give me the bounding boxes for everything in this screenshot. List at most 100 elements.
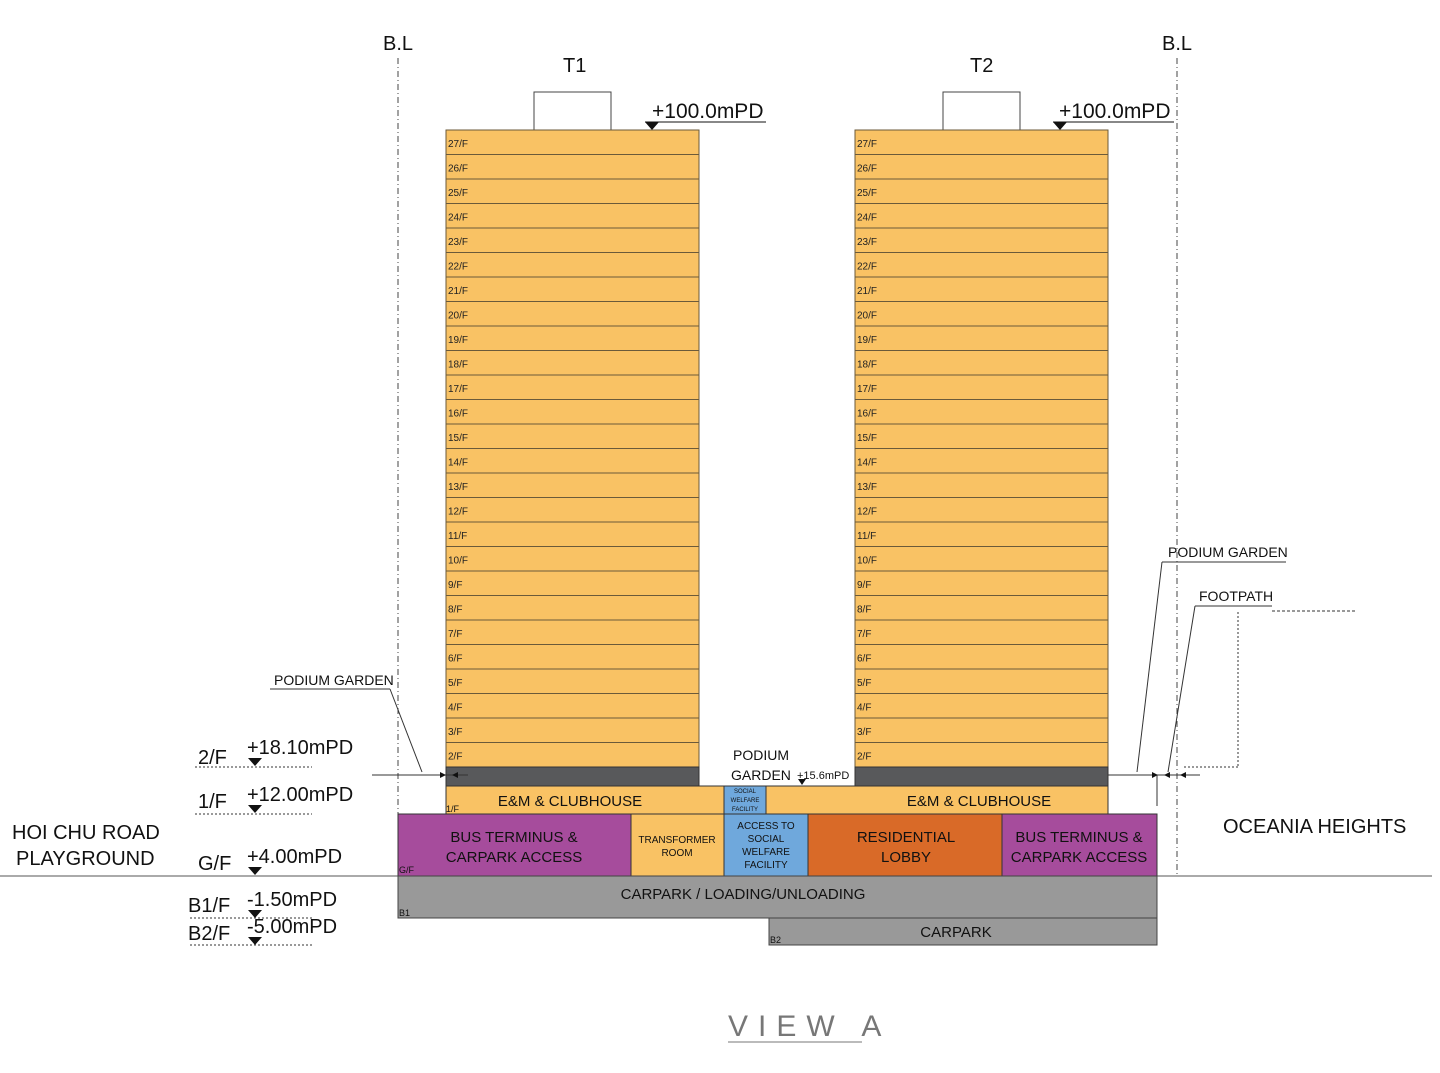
access-social-line2: SOCIAL [748,834,785,845]
podium-slab-t1 [445,766,700,787]
bus-terminus-right [1001,813,1158,877]
t1-floor-8f [445,595,700,621]
t1-floor-label: 19/F [448,335,468,346]
t2-floor-label: 15/F [857,433,877,444]
t1-floor-3f [445,717,700,743]
level-name-2f: 2/F [198,747,227,769]
t1-floor-label: 3/F [448,727,462,738]
t2-floor-label: 26/F [857,164,877,175]
podium-garden-center-line2: GARDEN [731,767,791,783]
transformer-line1: TRANSFORMER [638,835,715,846]
side-label-left-line2: PLAYGROUND [16,848,155,870]
carpark-b2 [768,917,1158,946]
t1-floor-label: 15/F [448,433,468,444]
t2-floor-label: 21/F [857,286,877,297]
t1-floor-label: 13/F [448,482,468,493]
t1-floor-14f [445,448,700,474]
t1-floor-21f [445,276,700,302]
t1-floor-17f [445,374,700,400]
t1-floor-label: 6/F [448,654,462,665]
t2-floor-21f [854,276,1109,302]
t1-floor-22f [445,252,700,278]
social-small-line1: SOCIAL [734,789,757,795]
t1-floor-13f [445,472,700,498]
floor-tag-b2: B2 [770,935,781,945]
t2-floor-label: 23/F [857,237,877,248]
t1-floor-27f [445,129,700,155]
t1-floor-label: 22/F [448,262,468,273]
t1-floor-label: 11/F [448,531,467,542]
social-small-line2: WELFARE [731,798,760,804]
residential-line1: RESIDENTIAL [857,829,955,846]
t2-floor-label: 25/F [857,188,877,199]
t2-floor-label: 4/F [857,703,871,714]
t2-floor-label: 12/F [857,507,877,518]
level-marker-gf: G/F +4.00mPD [198,846,342,875]
level-name-1f: 1/F [198,791,227,813]
social-small-line3: FACILITY [732,807,758,813]
level-mpd-b1f: -1.50mPD [247,889,337,911]
t1-floor-label: 10/F [448,556,468,567]
t2-floor-19f [854,325,1109,351]
t1-floor-15f [445,423,700,449]
t2-floor-label: 2/F [857,752,871,763]
podium-slab-t2 [854,766,1109,787]
t1-floor-label: 5/F [448,678,462,689]
t2-floor-16f [854,399,1109,425]
em-clubhouse-right-label: E&M & CLUBHOUSE [907,793,1051,810]
t1-floor-16f [445,399,700,425]
t2-floor-8f [854,595,1109,621]
level-name-gf: G/F [198,853,231,875]
t1-floor-4f [445,693,700,719]
carpark-b1 [397,875,1158,919]
callout-podium-garden-right-text: PODIUM GARDEN [1168,544,1288,560]
t2-floor-label: 13/F [857,482,877,493]
transformer-room [630,813,725,877]
t1-floor-label: 20/F [448,311,468,322]
level-mpd-b2f: -5.00mPD [247,916,337,938]
boundary-label-right: B.L [1162,33,1192,55]
t1-floor-5f [445,668,700,694]
t1-floor-label: 8/F [448,605,462,616]
t1-floor-11f [445,521,700,547]
t2-floor-label: 10/F [857,556,877,567]
t1-floor-7f [445,619,700,645]
bus-left-line1: BUS TERMINUS & [450,829,577,846]
t1-floor-2f [445,742,700,768]
t2-floor-3f [854,717,1109,743]
podium-garden-center-line1: PODIUM [733,747,789,763]
t2-floor-label: 5/F [857,678,871,689]
level-mpd-gf: +4.00mPD [247,846,342,868]
access-social-line3: WELFARE [742,847,790,858]
access-social-line1: ACCESS TO [737,821,795,832]
t2-floor-12f [854,497,1109,523]
level-mpd-1f: +12.00mPD [247,784,353,806]
carpark-b1-label: CARPARK / LOADING/UNLOADING [621,886,866,903]
residential-line2: LOBBY [881,849,931,866]
t2-floor-9f [854,570,1109,596]
tower-label-t1: T1 [563,55,586,77]
t1-floor-label: 17/F [448,384,468,395]
t2-floor-26f [854,154,1109,180]
t2-floor-label: 24/F [857,213,877,224]
callout-podium-garden-right: PODIUM GARDEN [1108,544,1288,806]
t2-floor-25f [854,178,1109,204]
t2-floor-24f [854,203,1109,229]
em-clubhouse-left-label: E&M & CLUBHOUSE [498,793,642,810]
t2-floor-label: 22/F [857,262,877,273]
t1-floor-label: 27/F [448,139,468,150]
tower-label-t2: T2 [970,55,993,77]
level-marker-1f: 1/F +12.00mPD [195,784,353,815]
callout-footpath: FOOTPATH [1167,588,1356,773]
callout-podium-garden-left: PODIUM GARDEN [270,672,468,778]
t1-floor-12f [445,497,700,523]
em-clubhouse-right [765,785,1109,815]
t2-floor-14f [854,448,1109,474]
t2-floor-22f [854,252,1109,278]
t2-floor-label: 18/F [857,360,877,371]
t1-floor-24f [445,203,700,229]
t2-floor-label: 6/F [857,654,871,665]
residential-lobby [807,813,1003,877]
t2-floor-label: 19/F [857,335,877,346]
t2-floor-2f [854,742,1109,768]
